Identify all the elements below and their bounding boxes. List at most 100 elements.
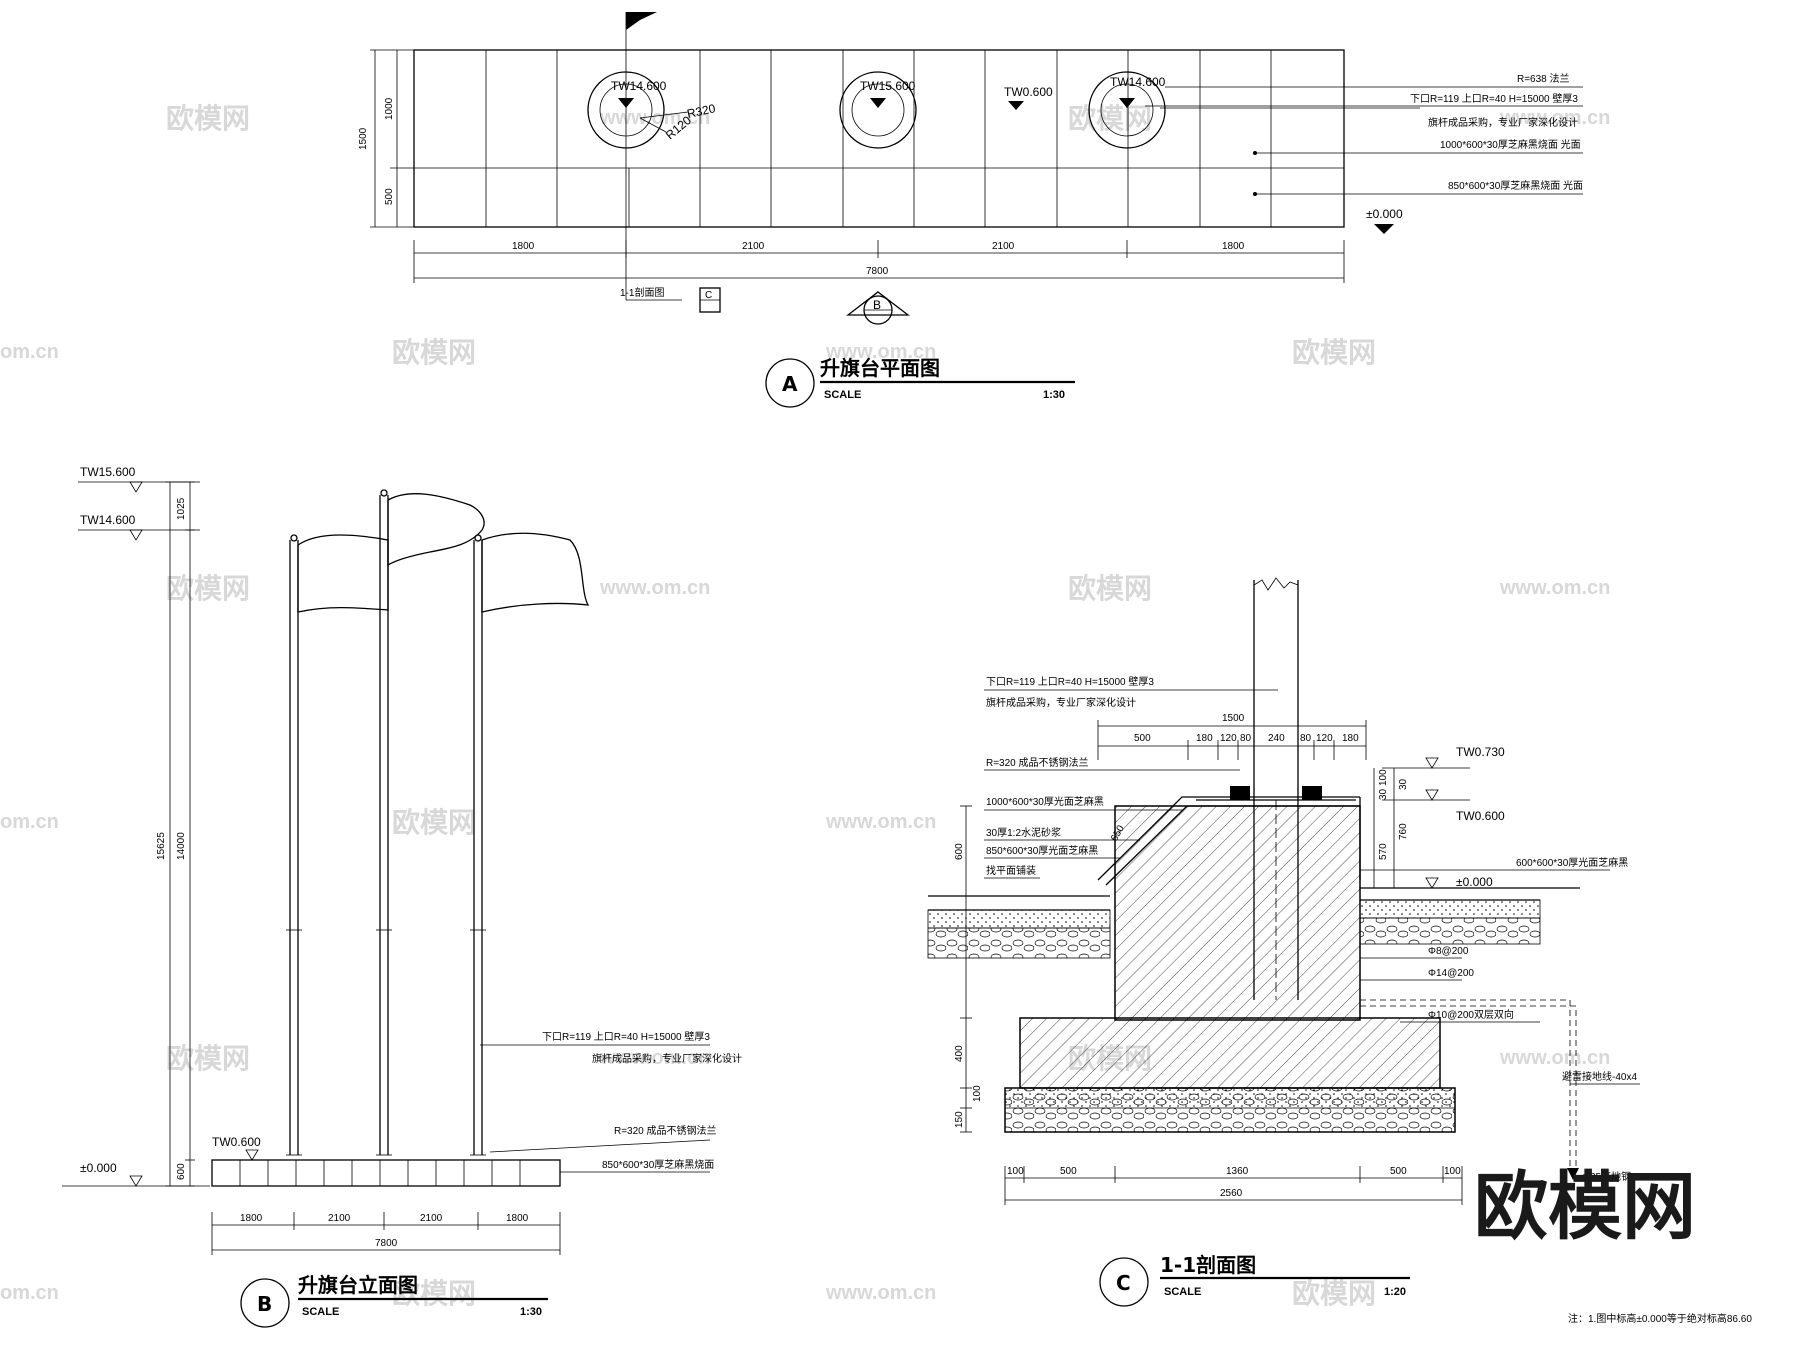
- watermark-text: 欧模网: [1068, 572, 1152, 605]
- elev-note: 旗杆成品采购，专业厂家深化设计: [592, 1052, 742, 1065]
- elev-scale: 1:30: [520, 1306, 542, 1318]
- plan-marker: A: [782, 372, 798, 396]
- section-dim-right: 760: [1398, 823, 1409, 840]
- section-dim-bottom: 500: [1390, 1166, 1407, 1177]
- section-dim-left: 150: [954, 1111, 965, 1128]
- section-note: 600*600*30厚光面芝麻黑: [1516, 856, 1628, 869]
- section-note: 避雷接地线-40x4: [1562, 1070, 1637, 1083]
- section-note: 旗杆成品采购，专业厂家深化设计: [986, 696, 1136, 709]
- flag-shape: [297, 534, 389, 613]
- pole-circle: [839, 71, 917, 149]
- plan-note: 下口R=119 上口R=40 H=15000 壁厚3: [1410, 92, 1578, 105]
- watermark-text: 欧模网: [392, 1277, 476, 1310]
- section-note: Φ10@200双层双向: [1428, 1008, 1514, 1021]
- section-dim-bottom: 1360: [1226, 1166, 1249, 1177]
- elev-title: 升旗台立面图: [298, 1273, 418, 1297]
- elev-note: R=320 成品不锈钢法兰: [614, 1124, 717, 1137]
- plan-title: 升旗台平面图: [820, 356, 940, 380]
- watermark-text: 欧模网: [1292, 336, 1376, 369]
- plan-note: 1000*600*30厚芝麻黑烧面 光面: [1440, 138, 1581, 151]
- section-marker: C: [1116, 1271, 1131, 1295]
- radius-label: R320: [686, 101, 717, 121]
- section-dim-top: 1500: [1222, 713, 1245, 724]
- plan-note: 850*600*30厚芝麻黑烧面 光面: [1448, 179, 1583, 192]
- elev-dim-h: 1800: [506, 1213, 529, 1224]
- flag-pole: [470, 534, 486, 1156]
- section-dim-top: 120: [1220, 733, 1237, 744]
- section-dim-top: 180: [1342, 733, 1359, 744]
- watermark-text: 欧模网: [166, 1042, 250, 1075]
- level-label: TW14.600: [611, 79, 667, 93]
- level-label: TW14.600: [80, 513, 136, 527]
- section-dim-bottom: 500: [1060, 1166, 1077, 1177]
- flag-pole: [376, 489, 392, 1156]
- section-dim-right: 30: [1378, 788, 1389, 800]
- plan-note: R=638 法兰: [1517, 72, 1570, 85]
- footnote: 注：1.图中标高±0.000等于绝对标高86.60: [1568, 1312, 1752, 1325]
- section-dim-right: 100: [1378, 769, 1389, 786]
- brand-watermark: 欧模网: [1474, 1164, 1696, 1250]
- section-dim-left: 600: [954, 843, 965, 860]
- watermark-url: om.cn: [0, 1282, 59, 1304]
- section-scale: 1:20: [1384, 1286, 1406, 1298]
- watermark-url: www.om.cn: [825, 1282, 936, 1304]
- watermark-url: om.cn: [0, 341, 59, 363]
- elev-dim-h: 2100: [420, 1213, 443, 1224]
- flag-shape: [481, 532, 590, 613]
- section-note: 下口R=119 上口R=40 H=15000 壁厚3: [986, 675, 1154, 688]
- plan-dim-h: 2100: [992, 241, 1015, 252]
- elev-note: 850*600*30厚芝麻黑烧面: [602, 1158, 714, 1171]
- watermark-text: 欧模网: [166, 572, 250, 605]
- section-dim-left: 400: [954, 1045, 965, 1062]
- watermark-url: www.om.cn: [1499, 577, 1610, 599]
- section-title: 1-1剖面图: [1160, 1253, 1256, 1277]
- watermark-url: www.om.cn: [1499, 107, 1610, 129]
- elev-dim-v: 1025: [176, 497, 187, 520]
- elev-note: 下口R=119 上口R=40 H=15000 壁厚3: [542, 1030, 710, 1043]
- plan-dim-v: 1500: [358, 127, 369, 150]
- plan-dim-v: 500: [384, 188, 395, 205]
- elev-dim-total: 7800: [375, 1238, 398, 1249]
- plan-dim-h: 1800: [1222, 241, 1245, 252]
- watermark-text: 欧模网: [1292, 1277, 1376, 1310]
- watermark-url: www.om.cn: [1499, 1047, 1610, 1069]
- watermark-url: www.om.cn: [599, 1047, 710, 1069]
- plan-dim-total: 7800: [866, 266, 889, 277]
- watermark-text: 欧模网: [166, 102, 250, 135]
- watermark-url: om.cn: [0, 811, 59, 833]
- section-note: Φ8@200: [1428, 946, 1469, 957]
- section-dim-bottom: 100: [1007, 1166, 1024, 1177]
- watermark-text: 欧模网: [392, 806, 476, 839]
- plan-note: 旗杆成品采购，专业厂家深化设计: [1428, 116, 1578, 129]
- watermark-text: 欧模网: [392, 336, 476, 369]
- elev-marker: B: [257, 1292, 272, 1316]
- flag-shape: [387, 493, 485, 567]
- plan-scale: 1:30: [1043, 389, 1065, 401]
- level-label: TW15.600: [80, 465, 136, 479]
- section-note: R=320 成品不锈钢法兰: [986, 756, 1089, 769]
- section-ref-id: C: [705, 290, 712, 301]
- plan-view: TW14.600 TW15.600 TW0.600 TW14.600 ±0.00…: [358, 12, 1583, 408]
- watermark-url: www.om.cn: [825, 341, 936, 363]
- section-note: 1000*600*30厚光面芝麻黑: [986, 795, 1104, 808]
- level-label: ±0.000: [1456, 875, 1493, 889]
- elev-dim-h: 1800: [240, 1213, 263, 1224]
- watermark-url: www.om.cn: [825, 811, 936, 833]
- pole-circle: [1088, 71, 1166, 149]
- section-note: 30厚1:2水泥砂浆: [986, 826, 1061, 839]
- elev-dim-v: 600: [176, 1163, 187, 1180]
- level-label: ±0.000: [1366, 207, 1403, 221]
- level-label: TW15.600: [860, 79, 916, 93]
- section-dim-top: 80: [1300, 733, 1312, 744]
- section-dim-top: 120: [1316, 733, 1333, 744]
- section-note: 850*600*30厚光面芝麻黑: [986, 844, 1098, 857]
- level-label: TW14.600: [1110, 75, 1166, 89]
- level-label: TW0.730: [1456, 745, 1505, 759]
- section-note: Φ14@200: [1428, 968, 1474, 979]
- plan-dim-h: 1800: [512, 241, 535, 252]
- section-ref-label: 1-1剖面图: [620, 286, 664, 299]
- section-dim-bottom: 100: [1444, 1166, 1461, 1177]
- level-label: TW0.600: [1456, 809, 1505, 823]
- elev-dim-h: 2100: [328, 1213, 351, 1224]
